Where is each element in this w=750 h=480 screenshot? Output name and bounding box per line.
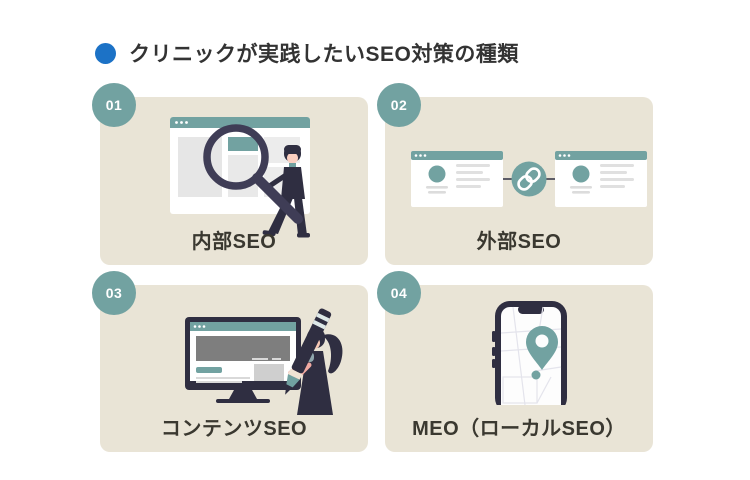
monitor-icon xyxy=(185,317,301,403)
card-number-badge: 04 xyxy=(377,271,421,315)
card-label: コンテンツSEO xyxy=(160,418,308,440)
card-02-external-seo: 02 xyxy=(377,83,653,265)
link-icon xyxy=(511,161,547,197)
page-title-row: クリニックが実践したいSEO対策の種類 xyxy=(95,38,519,68)
linked-windows-illustration xyxy=(411,151,647,207)
map-pin-icon xyxy=(526,326,558,380)
phone-side-buttons xyxy=(492,331,496,368)
browser-window-icon xyxy=(555,151,647,207)
card-number-badge: 03 xyxy=(92,271,136,315)
map-roads xyxy=(500,306,562,405)
card-number-badge: 02 xyxy=(377,83,421,127)
magnifier-browser-illustration xyxy=(170,117,310,238)
browser-window-icon xyxy=(411,151,503,207)
card-01-internal-seo: 01 xyxy=(92,83,368,265)
card-04-meo-local-seo: 04 xyxy=(377,271,653,452)
card-label: MEO（ローカルSEO） xyxy=(412,418,626,440)
magnifying-glass-icon xyxy=(203,124,303,224)
map-phone-illustration xyxy=(492,301,567,405)
pencil-icon xyxy=(285,308,332,395)
page-title: クリニックが実践したいSEO対策の種類 xyxy=(129,43,519,66)
card-03-content-seo: 03 xyxy=(92,271,368,452)
card-label: 外部SEO xyxy=(476,231,562,253)
person-figure xyxy=(262,145,310,238)
content-writing-illustration xyxy=(185,308,343,415)
smartphone-icon xyxy=(495,301,567,405)
blue-bullet-icon xyxy=(95,42,116,64)
card-number-badge: 01 xyxy=(92,83,136,127)
card-label: 内部SEO xyxy=(191,231,277,253)
